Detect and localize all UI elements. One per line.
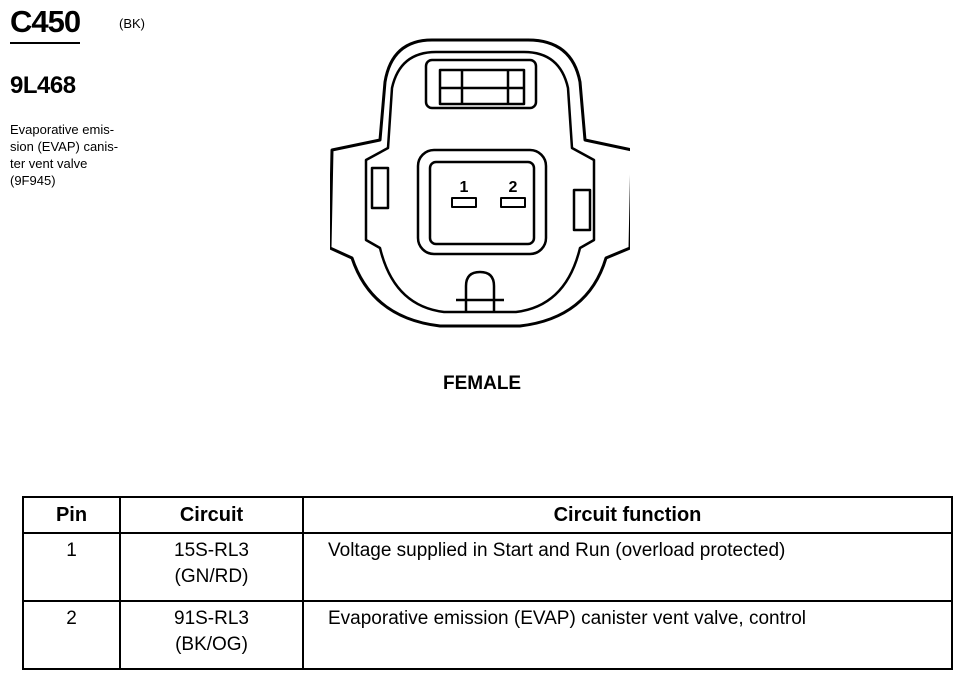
pin-label-1: 1	[460, 179, 469, 196]
right-latch-tab	[572, 188, 592, 232]
connector-housing-outline	[330, 38, 630, 328]
part-number: 9L468	[10, 72, 76, 99]
component-description: Evaporative emis- sion (EVAP) canis- ter…	[10, 121, 170, 189]
header-pin: Pin	[22, 496, 121, 534]
left-latch-tab	[370, 166, 390, 210]
top-lock-frame	[424, 58, 538, 110]
table-row: 1 15S-RL3 (GN/RD) Voltage supplied in St…	[22, 532, 953, 602]
pin-number: 2	[22, 600, 121, 670]
circuit-function: Evaporative emission (EVAP) canister ven…	[302, 600, 953, 670]
pin-slot-1	[451, 197, 477, 208]
connector-id: C450	[10, 4, 81, 44]
circuit-id: 91S-RL3	[174, 608, 249, 629]
circuit-id: 15S-RL3	[174, 540, 249, 561]
connector-color-code: (BK)	[119, 16, 145, 31]
connector-housing-inner	[364, 50, 596, 314]
pin-cavity-inner	[428, 160, 536, 246]
bottom-keyway	[464, 270, 496, 312]
wire-color: (GN/RD)	[174, 566, 249, 587]
pin-slot-2	[500, 197, 526, 208]
pin-cavity-outer	[416, 148, 548, 256]
circuit-cell: 15S-RL3 (GN/RD)	[119, 532, 304, 602]
connector-gender-label: FEMALE	[443, 373, 522, 394]
connector-face-diagram: 1 2	[330, 38, 630, 328]
pin-number: 1	[22, 532, 121, 602]
description-line: (9F945)	[10, 173, 56, 188]
circuit-function: Voltage supplied in Start and Run (overl…	[302, 532, 953, 602]
description-line: Evaporative emis-	[10, 122, 115, 137]
pin-label-2: 2	[509, 179, 518, 196]
wire-color: (BK/OG)	[175, 634, 248, 655]
table-row: 2 91S-RL3 (BK/OG) Evaporative emission (…	[22, 600, 953, 670]
header-function: Circuit function	[302, 496, 953, 534]
circuit-cell: 91S-RL3 (BK/OG)	[119, 600, 304, 670]
description-line: sion (EVAP) canis-	[10, 139, 119, 154]
pinout-table: Pin Circuit Circuit function 1 15S-RL3 (…	[22, 496, 953, 670]
header-circuit: Circuit	[119, 496, 304, 534]
description-line: ter vent valve	[10, 156, 88, 171]
table-header-row: Pin Circuit Circuit function	[22, 496, 953, 534]
